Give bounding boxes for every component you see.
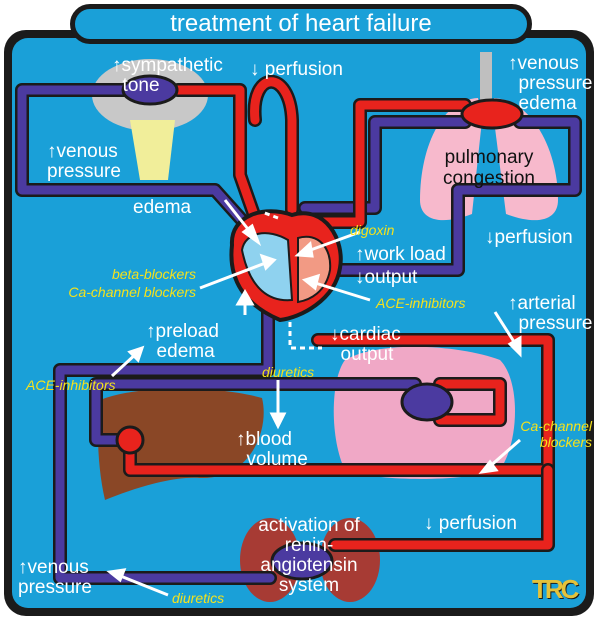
drug-digoxin: digoxin (350, 222, 394, 238)
lower-venous-pressure-label: ↑venous pressure (18, 558, 92, 598)
lung-perfusion-label: ↓perfusion (485, 228, 573, 248)
drug-ace-inhibitors-heart: ACE-inhibitors (376, 295, 465, 311)
drug-diuretics-middle: diuretics (262, 364, 314, 380)
cardiac-output-label: ↓cardiac output (330, 325, 401, 365)
diagram-title: treatment of heart failure (70, 4, 532, 44)
edema-label: edema (133, 198, 191, 218)
work-load-label: ↑work load (355, 245, 446, 265)
renin-angiotensin-label: activation of renin- angiotensin system (246, 516, 372, 596)
drug-beta-blockers: beta-blockers (86, 266, 196, 282)
blood-volume-label: ↑blood volume (236, 430, 308, 470)
sympathetic-tone-label: ↑sympathetic tone (112, 56, 223, 96)
drug-ca-channel-blockers-heart: Ca-channel blockers (56, 284, 196, 300)
drug-ace-inhibitors-left: ACE-inhibitors (26, 377, 115, 393)
trc-logo: TRC (532, 574, 576, 605)
kidney-perfusion-label: ↓ perfusion (424, 514, 517, 534)
brain-perfusion-label: ↓ perfusion (250, 60, 343, 80)
drug-diuretics-bottom: diuretics (172, 590, 224, 606)
heart-output-label: ↓output (355, 268, 417, 288)
drug-ca-channel-blockers-right: Ca-channel blockers (494, 418, 592, 450)
lung-venous-pressure-label: ↑venous pressure edema (508, 54, 592, 114)
preload-edema-label: ↑preload edema (146, 322, 219, 362)
upper-venous-pressure-label: ↑venous pressure (47, 142, 121, 182)
pulmonary-congestion-label: pulmonary congestion (420, 147, 558, 189)
arterial-pressure-label: ↑arterial pressure (508, 294, 592, 334)
